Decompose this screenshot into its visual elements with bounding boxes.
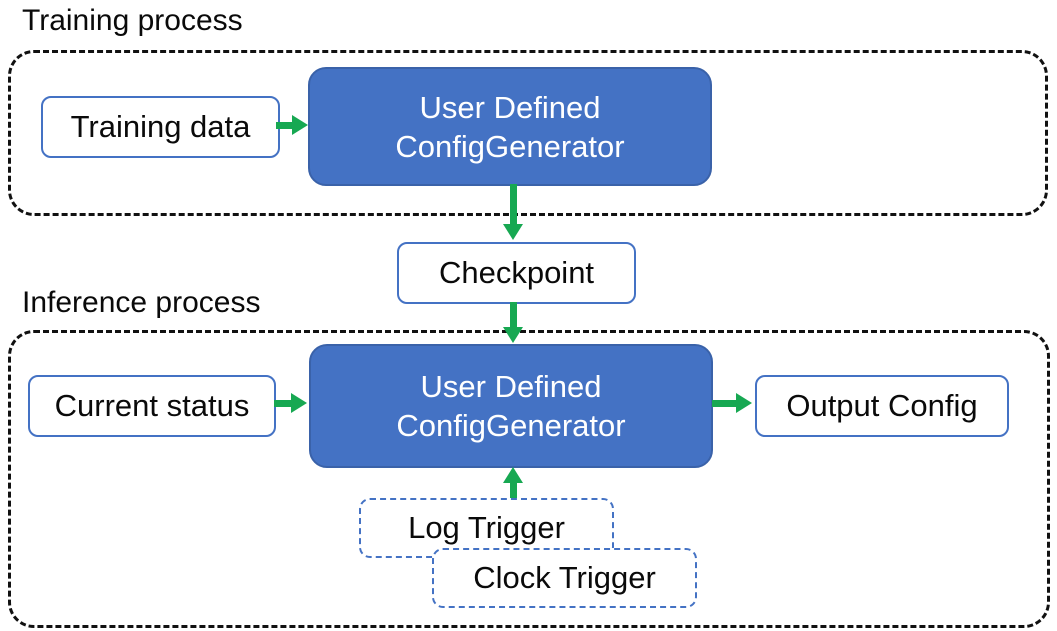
- training-generator-line2: ConfigGenerator: [395, 128, 625, 164]
- arrow-shaft: [276, 122, 293, 129]
- training-generator-line1: User Defined: [419, 89, 601, 125]
- arrow-shaft: [510, 184, 517, 225]
- arrow-shaft: [274, 400, 292, 407]
- checkpoint-box: Checkpoint: [397, 242, 636, 304]
- training-config-generator-box: User Defined ConfigGenerator: [308, 67, 712, 186]
- arrow-head-down-icon: [503, 327, 523, 343]
- arrow-shaft: [510, 302, 517, 328]
- inference-process-label: Inference process: [22, 286, 261, 319]
- training-process-label: Training process: [22, 4, 243, 37]
- inference-config-generator-box: User Defined ConfigGenerator: [309, 344, 713, 468]
- arrow-head-down-icon: [503, 224, 523, 240]
- arrow-head-right-icon: [292, 115, 308, 135]
- arrow-shaft: [712, 400, 737, 407]
- output-config-box: Output Config: [755, 375, 1009, 437]
- current-status-box: Current status: [28, 375, 276, 437]
- training-process-container: [8, 50, 1048, 216]
- clock-trigger-box: Clock Trigger: [432, 548, 697, 608]
- arrow-head-up-icon: [503, 467, 523, 483]
- inference-process-container: [8, 330, 1050, 628]
- arrow-head-right-icon: [736, 393, 752, 413]
- arrow-head-right-icon: [291, 393, 307, 413]
- inference-generator-line2: ConfigGenerator: [396, 408, 626, 443]
- arrow-shaft: [510, 482, 517, 498]
- inference-generator-line1: User Defined: [420, 369, 602, 404]
- training-data-box: Training data: [41, 96, 280, 158]
